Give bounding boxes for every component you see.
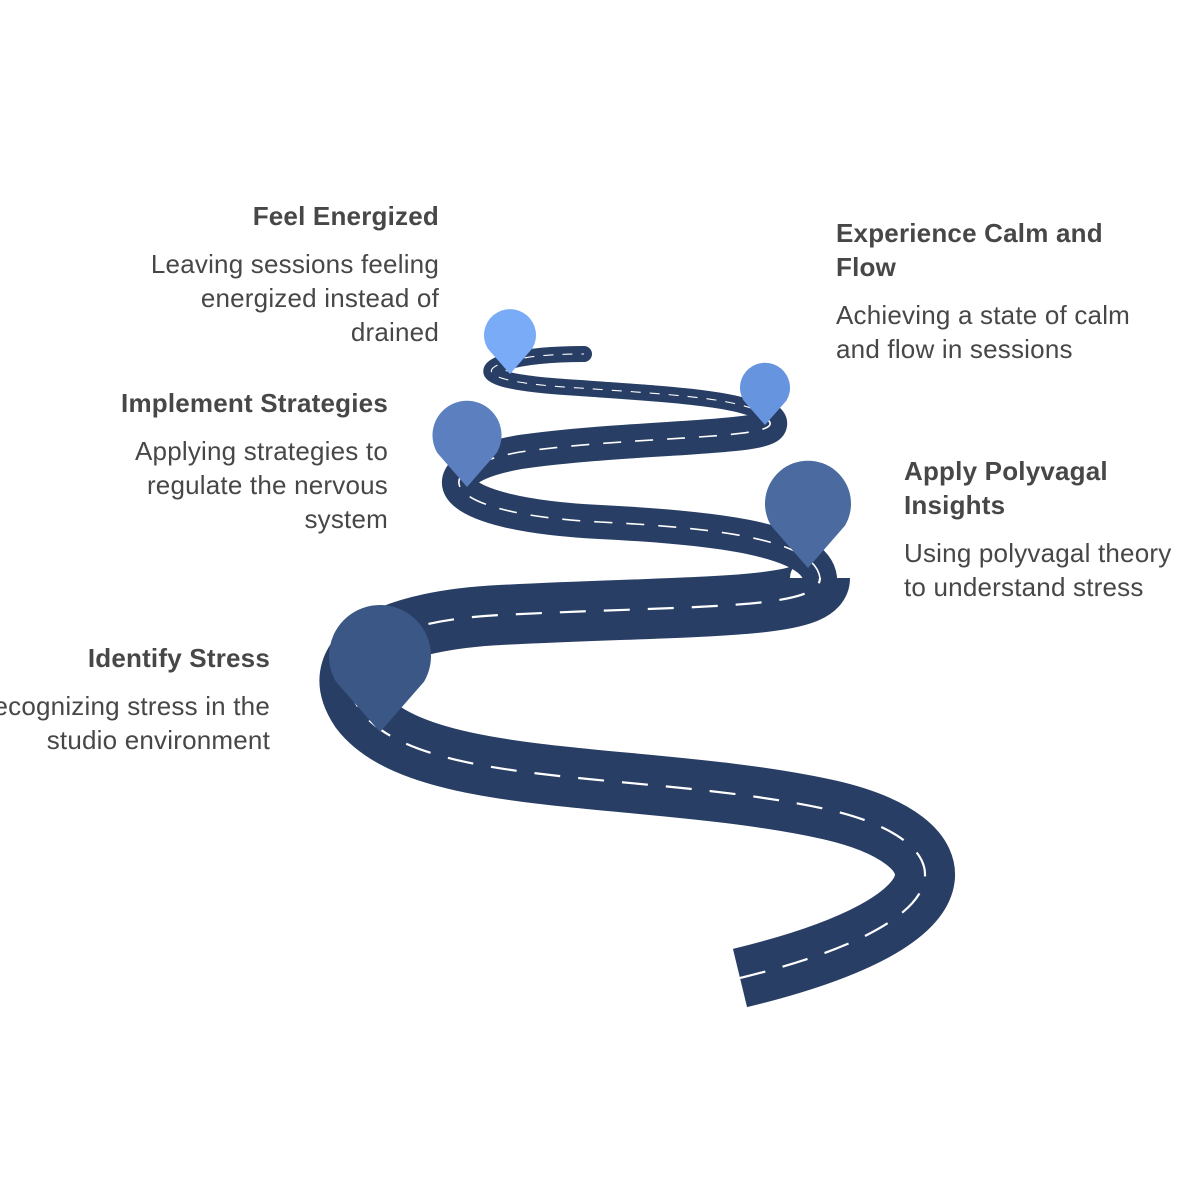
milestone-description: Applying strategies to regulate the nerv…	[135, 436, 388, 534]
milestone-implement-strategies: Implement Strategies Applying strategies…	[88, 386, 388, 536]
pin-experience-calm-icon	[739, 362, 790, 425]
pin-implement-strategies-icon	[432, 400, 502, 487]
road-segment-far	[483, 346, 776, 428]
milestone-title: Feel Energized	[252, 201, 439, 231]
milestone-title: Experience Calm and Flow	[836, 218, 1103, 282]
milestone-apply-polyvagal: Apply Polyvagal Insights Using polyvagal…	[904, 454, 1194, 604]
milestone-identify-stress: Identify Stress Recognizing stress in th…	[0, 641, 270, 757]
milestone-description: Using polyvagal theory to understand str…	[904, 538, 1172, 602]
milestone-description: Recognizing stress in the studio environ…	[0, 691, 270, 755]
road-centerline-far	[490, 353, 769, 421]
pin-feel-energized-icon	[484, 309, 536, 374]
road-centerline-near	[348, 577, 927, 980]
milestone-experience-calm: Experience Calm and Flow Achieving a sta…	[836, 216, 1136, 366]
milestone-title: Implement Strategies	[121, 388, 388, 418]
road-segment-near	[319, 562, 955, 1008]
pin-apply-polyvagal-icon	[765, 460, 851, 568]
milestone-title: Apply Polyvagal Insights	[904, 456, 1108, 520]
milestone-feel-energized: Feel Energized Leaving sessions feeling …	[119, 199, 439, 349]
milestone-description: Leaving sessions feeling energized inste…	[150, 249, 439, 347]
pin-identify-stress-icon	[328, 605, 432, 732]
milestone-description: Achieving a state of calm and flow in se…	[836, 300, 1131, 364]
milestone-title: Identify Stress	[87, 643, 270, 673]
winding-road	[319, 346, 955, 1008]
map-pins	[328, 309, 851, 732]
road-centerline-middle	[458, 419, 821, 579]
